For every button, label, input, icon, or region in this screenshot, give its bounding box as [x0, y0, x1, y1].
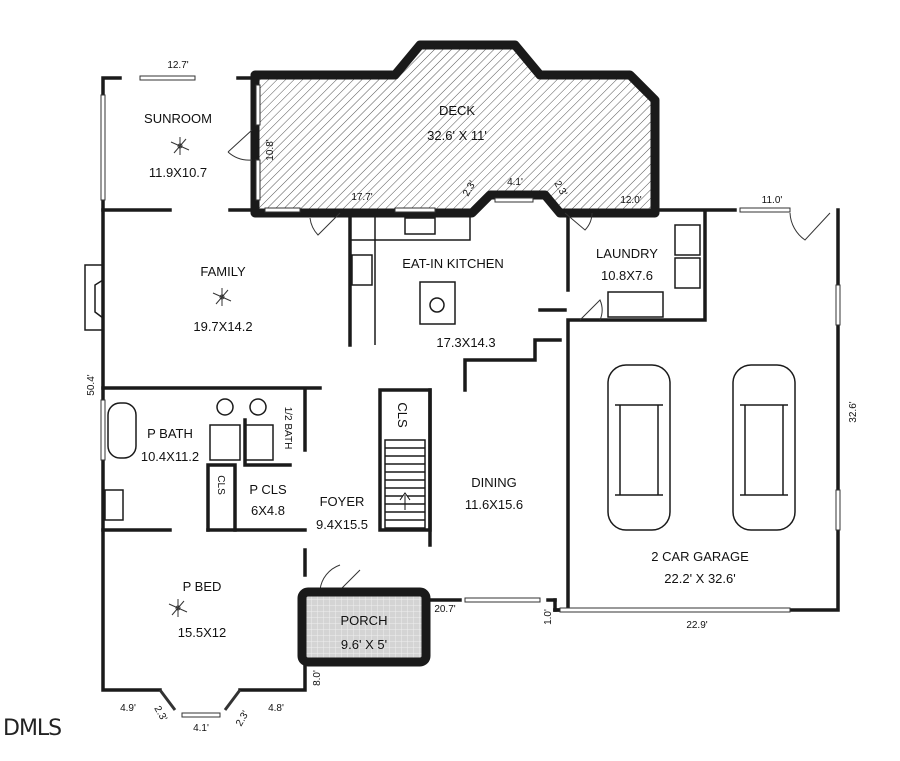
pbath-size: 10.4X11.2: [141, 449, 199, 464]
dim-deck-side: 10.8': [265, 139, 276, 160]
deck-label: DECK: [439, 103, 475, 118]
family-size: 19.7X14.2: [193, 319, 252, 334]
dmls-watermark: DMLS: [3, 716, 61, 741]
pbed-size: 15.5X12: [178, 625, 226, 640]
dim-bay-center: 4.1': [193, 723, 209, 734]
pcls-size: 6X4.8: [251, 503, 285, 518]
walls: [101, 76, 840, 692]
porch-size: 9.6' X 5': [341, 637, 387, 652]
dim-garage-side: 32.6': [848, 401, 859, 422]
kitchen-label: EAT-IN KITCHEN: [402, 256, 504, 271]
car-left: [607, 364, 671, 531]
halfbath-label: 1/2 BATH: [282, 407, 293, 450]
dim-deck-notch: 4.1': [507, 177, 523, 188]
car-right: [732, 364, 796, 531]
laundry-size: 10.8X7.6: [601, 268, 653, 283]
laundry-label: LAUNDRY: [596, 246, 658, 261]
doors: [227, 129, 831, 591]
dining-label: DINING: [471, 475, 517, 490]
dining-size: 11.6X15.6: [465, 497, 523, 512]
room-labels: SUNROOM 11.9X10.7 DECK 32.6' X 11' FAMIL…: [141, 103, 749, 652]
dim-garage-bottom: 22.9': [686, 620, 707, 631]
pbed-label: P BED: [183, 579, 222, 594]
stair-closet-label: CLS: [395, 402, 410, 428]
deck: [250, 40, 660, 218]
dim-bay-left: 4.9': [120, 703, 136, 714]
fixtures: [84, 136, 701, 618]
foyer-size: 9.4X15.5: [316, 517, 368, 532]
staircase: [384, 439, 426, 529]
kitchen-size: 17.3X14.3: [436, 335, 495, 350]
dim-front-right: 20.7': [434, 604, 455, 615]
porch-label: PORCH: [341, 613, 388, 628]
dim-sunroom-top: 12.7': [167, 60, 188, 71]
cars: [607, 364, 796, 531]
pcls-label: P CLS: [249, 482, 287, 497]
dim-left-side: 50.4': [86, 374, 97, 395]
windows: [100, 75, 841, 718]
garage-size: 22.2' X 32.6': [664, 571, 735, 586]
sunroom-size: 11.9X10.7: [149, 165, 207, 180]
sunroom-label: SUNROOM: [144, 111, 212, 126]
deck-size: 32.6' X 11': [427, 128, 487, 143]
pbath-label: P BATH: [147, 426, 193, 441]
dim-garage-step: 1.0': [543, 609, 554, 625]
dim-bay-right: 4.8': [268, 703, 284, 714]
dim-deck-bottom-left: 17.7': [351, 192, 372, 203]
dim-porch-side: 8.0': [312, 670, 323, 686]
family-label: FAMILY: [200, 264, 246, 279]
garage-label: 2 CAR GARAGE: [651, 549, 749, 564]
dim-garage-top: 11.0': [762, 195, 783, 206]
porch: [297, 587, 431, 667]
dim-bay-angle-left: 2.3': [151, 704, 168, 723]
closet-label: CLS: [215, 475, 226, 495]
foyer-label: FOYER: [320, 494, 365, 509]
dim-bay-angle-right: 2.3': [234, 709, 251, 728]
dim-deck-right: 12.0': [620, 195, 641, 206]
